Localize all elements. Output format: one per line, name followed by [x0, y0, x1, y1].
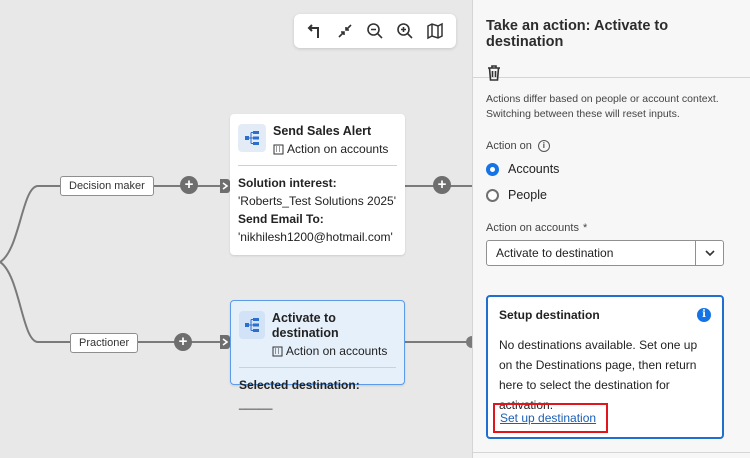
help-text: Actions differ based on people or accoun…	[486, 93, 719, 120]
add-step-icon[interactable]: +	[174, 333, 192, 351]
card-title: Setup destination	[499, 308, 600, 322]
divider	[473, 452, 750, 453]
zoom-out-icon[interactable]	[362, 18, 388, 44]
node-title: Send Sales Alert	[273, 124, 372, 138]
divider	[239, 367, 396, 368]
collapse-icon[interactable]	[332, 18, 358, 44]
radio-selected-icon[interactable]	[486, 162, 499, 176]
arrow-connector-icon	[220, 335, 230, 349]
field-label: Solution interest:	[238, 176, 337, 190]
radio-people[interactable]: People	[486, 188, 737, 202]
info-icon[interactable]: i	[697, 308, 711, 322]
required-marker: *	[582, 222, 588, 234]
chevron-down-icon[interactable]	[695, 241, 723, 265]
radio-unselected-icon[interactable]	[486, 188, 499, 202]
field-value: 'nikhilesh1200@hotmail.com'	[238, 230, 393, 244]
arrow-connector-icon	[220, 179, 230, 193]
panel-title: Take an action: Activate to destination	[486, 18, 669, 50]
node-details: Selected destination: _____	[239, 376, 396, 412]
trash-icon[interactable]	[486, 64, 502, 82]
highlight-box: Set up destination	[493, 403, 608, 433]
field-value: _____	[239, 396, 273, 410]
action-select[interactable]: Activate to destination	[486, 240, 724, 266]
action-on-label: Action on	[486, 140, 532, 152]
node-subtitle: Action on accounts	[287, 142, 389, 156]
building-icon	[272, 346, 283, 356]
radio-label: Accounts	[508, 162, 560, 176]
canvas-toolbar	[294, 14, 456, 48]
info-icon[interactable]: i	[537, 140, 550, 152]
radio-label: People	[508, 188, 547, 202]
field-label: Selected destination:	[239, 378, 360, 392]
node-subtitle: Action on accounts	[285, 344, 388, 358]
radio-accounts[interactable]: Accounts	[486, 162, 737, 176]
field-value: 'Roberts_Test Solutions 2025'	[238, 194, 397, 208]
action-select-value: Activate to destination	[496, 246, 614, 260]
divider	[238, 165, 397, 166]
path-label-decision-maker[interactable]: Decision maker	[60, 176, 154, 196]
action-node-icon	[238, 124, 266, 152]
node-title: Activate to destination	[271, 311, 339, 340]
add-step-icon[interactable]: +	[433, 176, 451, 194]
setup-destination-link[interactable]: Set up destination	[500, 411, 597, 425]
card-text: No destinations available. Set one up on…	[499, 338, 698, 412]
path-label-practioner[interactable]: Practioner	[70, 333, 139, 353]
add-step-icon[interactable]: +	[180, 176, 198, 194]
action-select-label: Action on accounts	[486, 222, 579, 234]
building-icon	[273, 144, 284, 154]
action-node-icon	[239, 311, 265, 339]
node-send-sales-alert[interactable]: Send Sales Alert Action on accounts Solu…	[230, 114, 405, 255]
node-details: Solution interest: 'Roberts_Test Solutio…	[238, 174, 397, 246]
map-icon[interactable]	[422, 18, 448, 44]
zoom-in-icon[interactable]	[392, 18, 418, 44]
field-label: Send Email To:	[238, 212, 324, 226]
node-activate-destination[interactable]: Activate to destination Action on accoun…	[230, 300, 405, 410]
action-panel: Take an action: Activate to destination …	[472, 0, 750, 458]
journey-canvas[interactable]: Decision maker Practioner + + + Send Sal…	[0, 0, 472, 458]
setup-destination-card: Setup destination i No destinations avai…	[486, 295, 724, 439]
undo-redirect-icon[interactable]	[302, 18, 328, 44]
